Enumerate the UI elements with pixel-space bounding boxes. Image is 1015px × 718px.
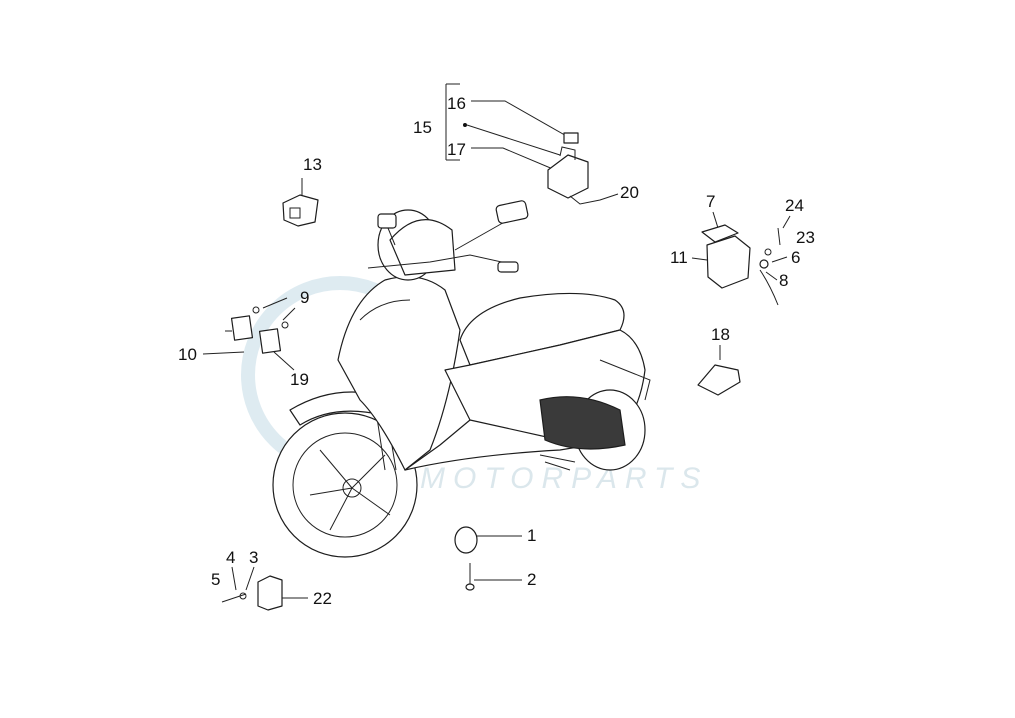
callout-8: 8 (779, 271, 788, 290)
horn-group: 1 2 (454, 526, 536, 591)
callout-2: 2 (527, 570, 536, 589)
engine (539, 396, 626, 450)
mirror-right (495, 200, 529, 224)
front-wheel (272, 412, 418, 558)
callout-16: 16 (447, 94, 466, 113)
callout-5: 5 (211, 570, 220, 589)
grip-right (497, 261, 519, 273)
part-9-10-19: 9 10 19 (178, 288, 309, 389)
callout-3: 3 (249, 548, 258, 567)
horn-1 (454, 526, 478, 554)
front-rim (292, 432, 398, 538)
battery-11 (706, 235, 751, 289)
callout-7: 7 (706, 192, 715, 211)
battery-group: 7 11 24 23 6 8 (670, 192, 815, 306)
callout-dot (463, 123, 467, 127)
seat (459, 292, 625, 366)
part-22-group: 4 3 5 22 (211, 548, 332, 611)
relay (547, 154, 589, 199)
part-18: 18 (697, 325, 741, 396)
callout-6: 6 (791, 248, 800, 267)
relay-cover (563, 132, 579, 144)
callout-11: 11 (670, 248, 688, 267)
callout-19: 19 (290, 370, 309, 389)
part-18-shape (697, 364, 741, 396)
front-shield (337, 276, 461, 471)
callout-22: 22 (313, 589, 332, 608)
callout-9: 9 (300, 288, 309, 307)
relay-group: 16 15 17 20 (413, 83, 639, 205)
callout-20: 20 (620, 183, 639, 202)
battery-strap (701, 224, 739, 243)
part-10-shape (230, 315, 254, 341)
callout-18: 18 (711, 325, 730, 344)
callout-17: 17 (447, 140, 466, 159)
windscreen (389, 219, 456, 276)
part-19-shape (258, 328, 282, 354)
part-22-shape (257, 575, 283, 611)
part-13: 13 (282, 155, 322, 227)
mirror-left (377, 213, 397, 229)
callout-15: 15 (413, 118, 432, 137)
callout-23: 23 (796, 228, 815, 247)
callout-1: 1 (527, 526, 536, 545)
front-hub (342, 478, 362, 498)
callout-13: 13 (303, 155, 322, 174)
callout-10: 10 (178, 345, 197, 364)
callout-24: 24 (785, 196, 804, 215)
callout-4: 4 (226, 548, 235, 567)
watermark-subtext: MOTORPARTS (420, 462, 708, 495)
scooter-illustration (272, 200, 651, 558)
